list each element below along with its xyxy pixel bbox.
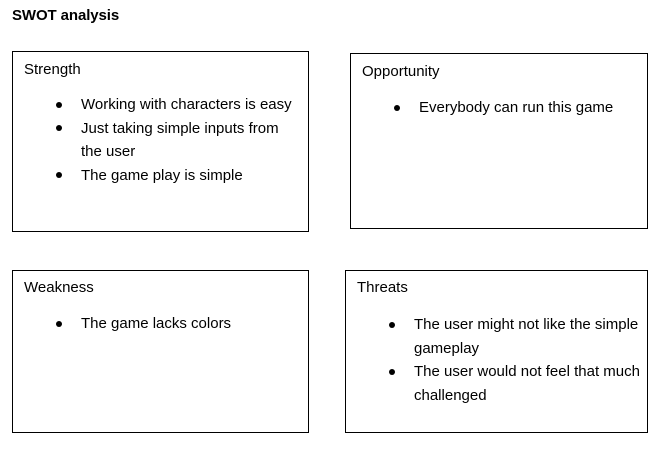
threats-box: Threats [345, 270, 648, 433]
strength-item-text: Just taking simple inputs from the user [81, 119, 279, 161]
list-item: Everybody can run this game [394, 96, 644, 120]
weakness-list: The game lacks colors [56, 312, 303, 336]
strength-item-text: The game play is simple [81, 166, 243, 184]
list-item: The game lacks colors [56, 312, 303, 336]
list-item: The user would not feel that much challe… [389, 360, 642, 407]
list-item: The game play is simple [56, 164, 303, 188]
threats-item-text: The user might not like the simple gamep… [414, 316, 639, 357]
opportunity-heading: Opportunity [362, 63, 440, 80]
list-item: The user might not like the simple gamep… [389, 313, 642, 360]
bullet-icon [389, 368, 395, 375]
strength-item-text: Working with characters is easy [81, 96, 292, 113]
strength-list: Working with characters is easy Just tak… [56, 93, 303, 188]
weakness-box: Weakness [12, 270, 309, 433]
weakness-item-text: The game lacks colors [81, 315, 232, 332]
bullet-icon [56, 320, 62, 327]
threats-item-text: The user would not feel that much challe… [414, 363, 640, 404]
list-item: Just taking simple inputs from the user [56, 117, 303, 164]
weakness-heading: Weakness [24, 279, 94, 296]
threats-list: The user might not like the simple gamep… [389, 313, 642, 407]
threats-heading: Threats [357, 279, 408, 296]
strength-box: Strength [12, 51, 309, 232]
opportunity-item-text: Everybody can run this game [419, 99, 614, 116]
bullet-icon [56, 172, 62, 178]
bullet-icon [56, 101, 62, 108]
bullet-icon [389, 321, 395, 328]
strength-heading: Strength [24, 61, 81, 78]
opportunity-list: Everybody can run this game [394, 96, 644, 120]
page-title: SWOT analysis [12, 7, 120, 24]
bullet-icon [56, 125, 62, 131]
list-item: Working with characters is easy [56, 93, 303, 117]
opportunity-box: Opportunity [350, 53, 648, 229]
bullet-icon [394, 104, 400, 111]
